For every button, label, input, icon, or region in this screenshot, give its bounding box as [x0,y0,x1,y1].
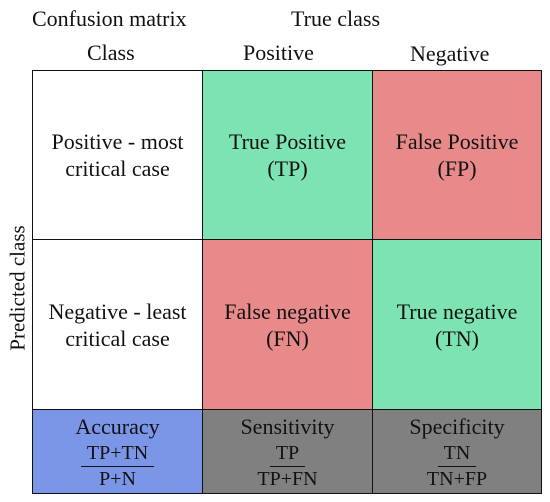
metric-name: Sensitivity [240,413,335,439]
metric-fraction: TN TN+FP [427,442,487,491]
row-label-line1: Negative - least [48,298,187,324]
class-header: Class [87,40,135,65]
true-class-label: True class [291,6,381,31]
cell-line2: (FP) [437,156,477,181]
cell-true-negative: True negative (TN) [372,239,542,410]
metric-specificity: Specificity TN TN+FP [372,409,542,494]
cell-line1: False Positive [395,129,519,154]
predicted-class-label: Predicted class [5,225,30,351]
positive-header: Positive [243,40,314,65]
fraction-numerator: TP [269,442,306,467]
cell-line1: True Positive [228,129,347,154]
fraction-numerator: TN [437,442,477,467]
fraction-denominator: TP+FN [257,467,318,490]
fraction-denominator: P+N [99,467,136,490]
cell-line2: (TN) [435,325,479,351]
fraction-numerator: TP+TN [80,442,155,467]
cell-line2: (TP) [267,156,308,181]
cell-line2: (FN) [266,325,309,351]
metric-name: Accuracy [75,413,160,439]
row-label-negative: Negative - least critical case [32,239,203,410]
cell-true-positive: True Positive (TP) [202,70,373,240]
diagram-title: Confusion matrix [32,6,187,31]
row-label-line1: Positive - most [51,129,184,154]
row-label-positive: Positive - most critical case [32,70,203,240]
cell-false-negative: False negative (FN) [202,239,373,410]
cell-line1: False negative [224,298,351,324]
fraction-denominator: TN+FP [426,467,488,490]
negative-header: Negative [410,41,490,66]
metric-fraction: TP TP+FN [257,442,317,491]
metric-accuracy: Accuracy TP+TN P+N [32,409,203,494]
metric-fraction: TP+TN P+N [80,442,155,491]
metric-sensitivity: Sensitivity TP TP+FN [202,409,373,494]
cell-line1: True negative [396,298,518,324]
row-label-line2: critical case [65,156,170,181]
metric-name: Specificity [409,413,505,439]
cell-false-positive: False Positive (FP) [372,70,542,240]
row-label-line2: critical case [65,325,170,351]
